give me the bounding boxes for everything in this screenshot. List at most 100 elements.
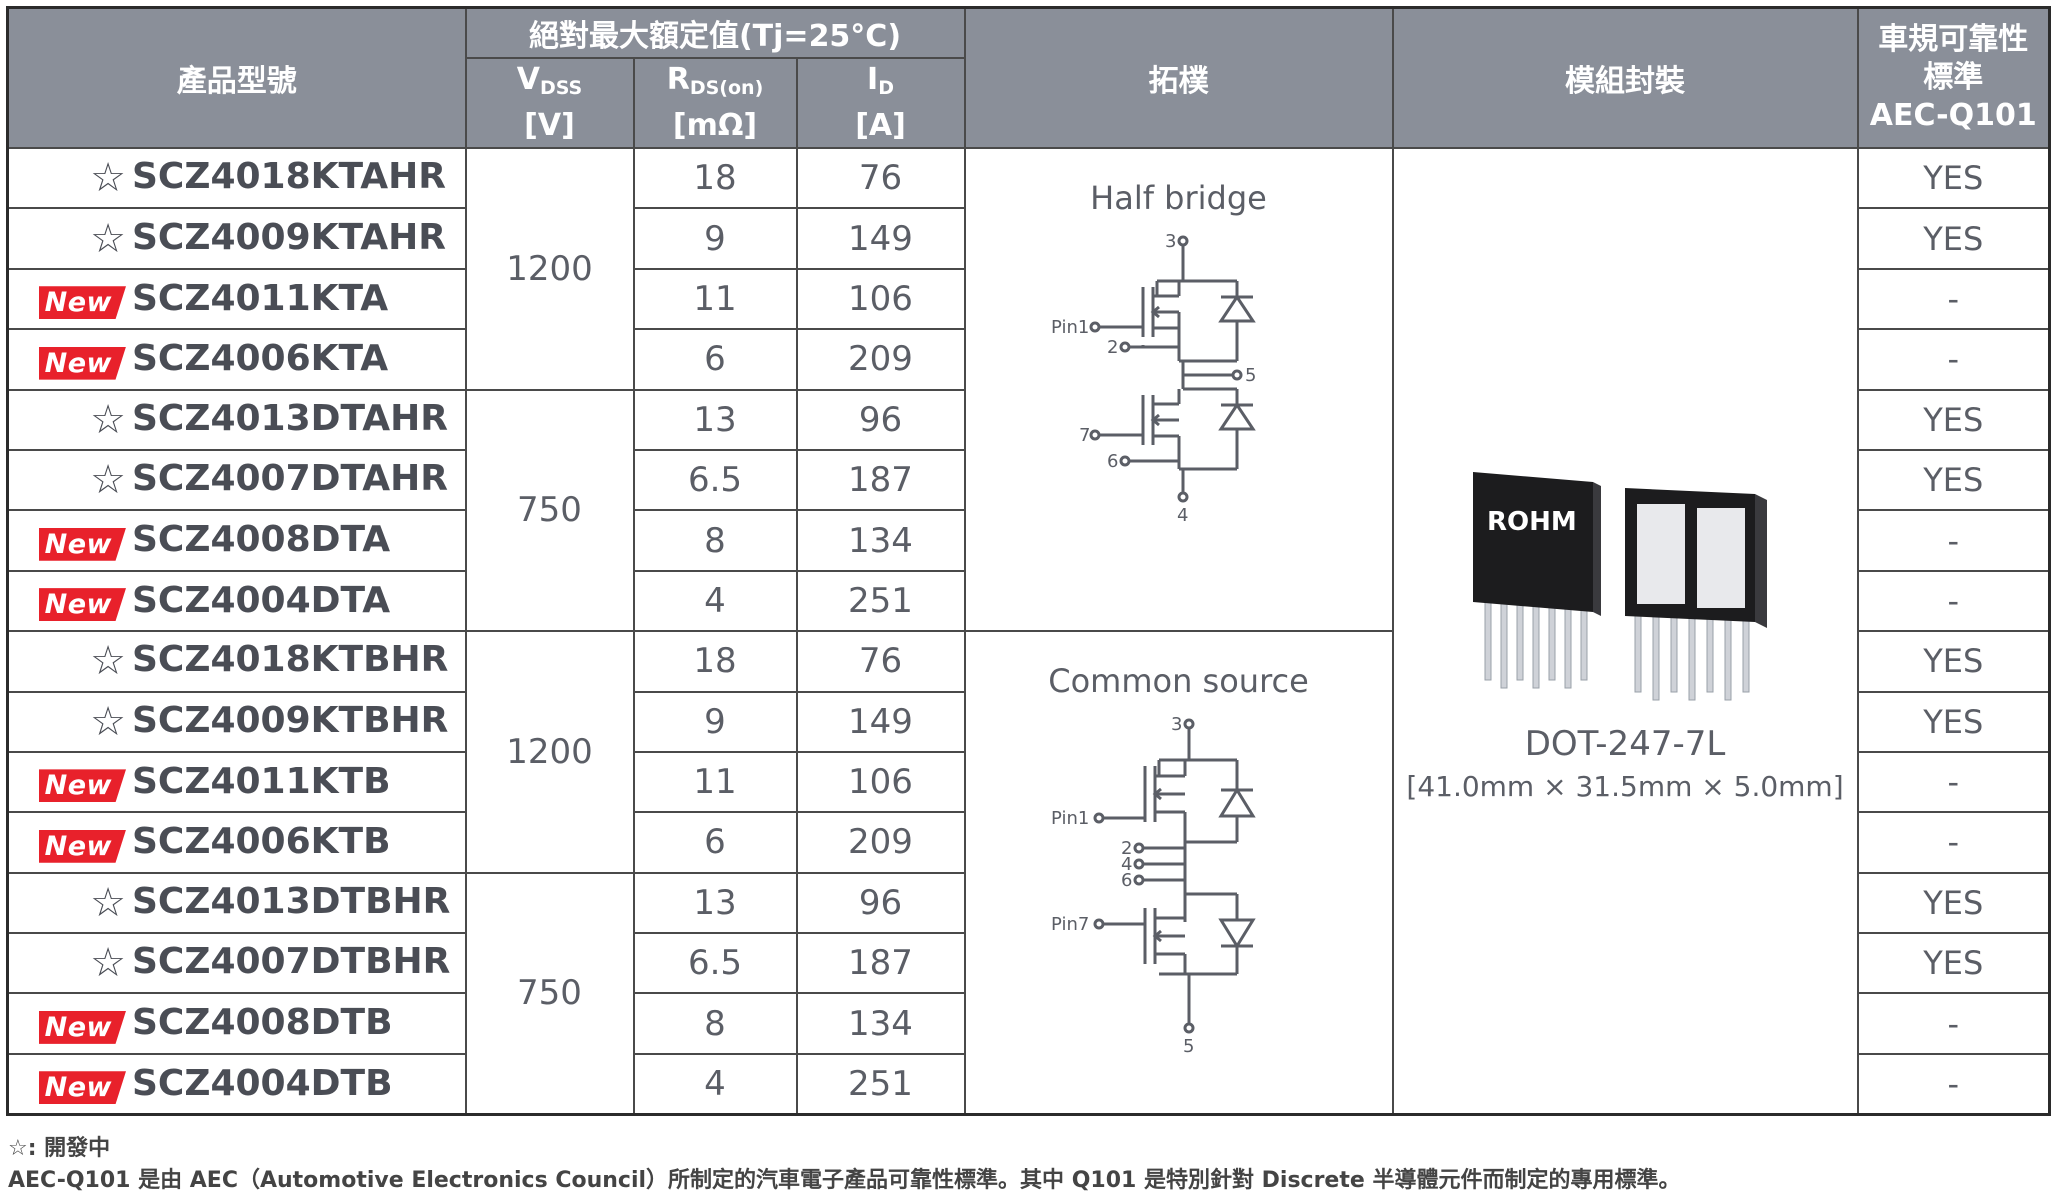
package-cell: ROHM DOT-247-7L [41.0mm × 31.5mm × 5.0mm… — [1391, 147, 1859, 1116]
new-badge-wrap: New — [31, 1064, 126, 1105]
star-wrap: ☆ — [31, 880, 126, 926]
id-value: 149 — [795, 207, 966, 270]
pin-label-pin7: Pin7 — [1051, 914, 1089, 935]
footnote-aec: AEC-Q101 是由 AEC（Automotive Electronics C… — [8, 1168, 1681, 1193]
id-value: 96 — [795, 388, 966, 451]
vdss-symbol: V — [516, 62, 540, 97]
topology-title: Common source — [1048, 662, 1309, 701]
id-value: 134 — [795, 509, 966, 572]
new-badge: New — [38, 769, 126, 803]
product-name: SCZ4007DTBHR — [132, 941, 451, 983]
pin-label-5: 5 — [1245, 365, 1256, 386]
star-icon: ☆ — [90, 396, 126, 443]
header-rds: RDS(on) [mΩ] — [632, 57, 798, 149]
new-badge-wrap: New — [31, 521, 126, 562]
rds-value: 4 — [632, 569, 798, 633]
vdss-value: 1200 — [464, 147, 635, 391]
aec-value: YES — [1856, 630, 2051, 693]
pin-label-7: 7 — [1079, 425, 1090, 446]
pin-label-6: 6 — [1107, 451, 1118, 472]
pin-label-2: 2 — [1107, 337, 1118, 358]
id-value: 149 — [795, 690, 966, 753]
aec-value: - — [1856, 811, 2051, 874]
star-icon: ☆ — [90, 940, 126, 987]
product-name: SCZ4009KTAHR — [132, 216, 447, 258]
pin-label-4: 4 — [1177, 505, 1188, 526]
product-name: SCZ4009KTBHR — [132, 699, 449, 741]
rds-value: 8 — [632, 992, 798, 1055]
product-spec-table: 產品型號 絕對最大額定值(Tj=25°C) 拓樸 模組封裝 車規可靠性 標準 A… — [6, 6, 2052, 1117]
product-name: SCZ4011KTA — [132, 277, 389, 319]
aec-value: - — [1856, 992, 2051, 1055]
product-name: SCZ4007DTAHR — [132, 458, 449, 500]
pin-label-4: 4 — [1121, 854, 1132, 875]
pin-label-6: 6 — [1121, 870, 1132, 891]
product-name: SCZ4004DTB — [132, 1062, 393, 1104]
product-cell: ☆SCZ4009KTBHR — [6, 690, 467, 753]
rds-value: 9 — [632, 690, 798, 753]
product-name: SCZ4013DTBHR — [132, 880, 451, 922]
rds-value: 11 — [632, 750, 798, 814]
star-wrap: ☆ — [31, 397, 126, 443]
id-value: 106 — [795, 750, 966, 814]
id-value: 76 — [795, 630, 966, 693]
pin-label-5: 5 — [1183, 1036, 1194, 1057]
product-cell: ☆SCZ4013DTAHR — [6, 388, 467, 451]
id-value: 106 — [795, 267, 966, 331]
header-topology: 拓樸 — [963, 6, 1394, 149]
id-symbol: I — [867, 62, 879, 97]
rds-unit: [mΩ] — [672, 108, 758, 143]
aec-value: YES — [1856, 388, 2051, 451]
product-cell: ☆SCZ4018KTAHR — [6, 146, 467, 210]
new-badge: New — [38, 346, 126, 380]
new-badge: New — [38, 588, 126, 622]
id-unit: [A] — [855, 108, 906, 143]
id-value: 96 — [795, 871, 966, 935]
star-icon: ☆ — [90, 457, 126, 504]
star-wrap: ☆ — [31, 216, 126, 262]
package-name: DOT-247-7L — [1524, 723, 1726, 764]
rds-value: 6 — [632, 811, 798, 874]
new-badge-wrap: New — [31, 762, 126, 803]
header-abs-max: 絕對最大額定值(Tj=25°C) — [464, 6, 966, 59]
product-name: SCZ4004DTA — [132, 579, 391, 621]
pin-label-pin1: Pin1 — [1051, 317, 1089, 338]
aec-value: - — [1856, 1052, 2051, 1116]
product-name: SCZ4018KTAHR — [132, 156, 447, 198]
new-badge: New — [38, 286, 126, 320]
product-name: SCZ4013DTAHR — [132, 397, 449, 439]
star-wrap: ☆ — [31, 638, 126, 684]
pin-label-3: 3 — [1171, 714, 1182, 735]
product-cell: ☆SCZ4018KTBHR — [6, 630, 467, 693]
new-badge: New — [38, 1071, 126, 1105]
rds-value: 6 — [632, 328, 798, 391]
vdss-value: 1200 — [464, 630, 635, 874]
aec-value: YES — [1856, 207, 2051, 270]
package-dimensions: [41.0mm × 31.5mm × 5.0mm] — [1406, 769, 1844, 803]
product-name: SCZ4008DTA — [132, 519, 391, 561]
product-cell: ☆SCZ4007DTAHR — [6, 448, 467, 512]
id-subscript: D — [878, 77, 894, 99]
star-icon: ☆ — [90, 155, 126, 202]
header-aec-line3: AEC-Q101 — [1869, 98, 2037, 133]
pin-label-3: 3 — [1165, 231, 1176, 252]
rds-value: 18 — [632, 146, 798, 210]
header-aec: 車規可靠性 標準 AEC-Q101 — [1856, 6, 2051, 149]
package-image-icon: ROHM — [1473, 471, 1768, 701]
